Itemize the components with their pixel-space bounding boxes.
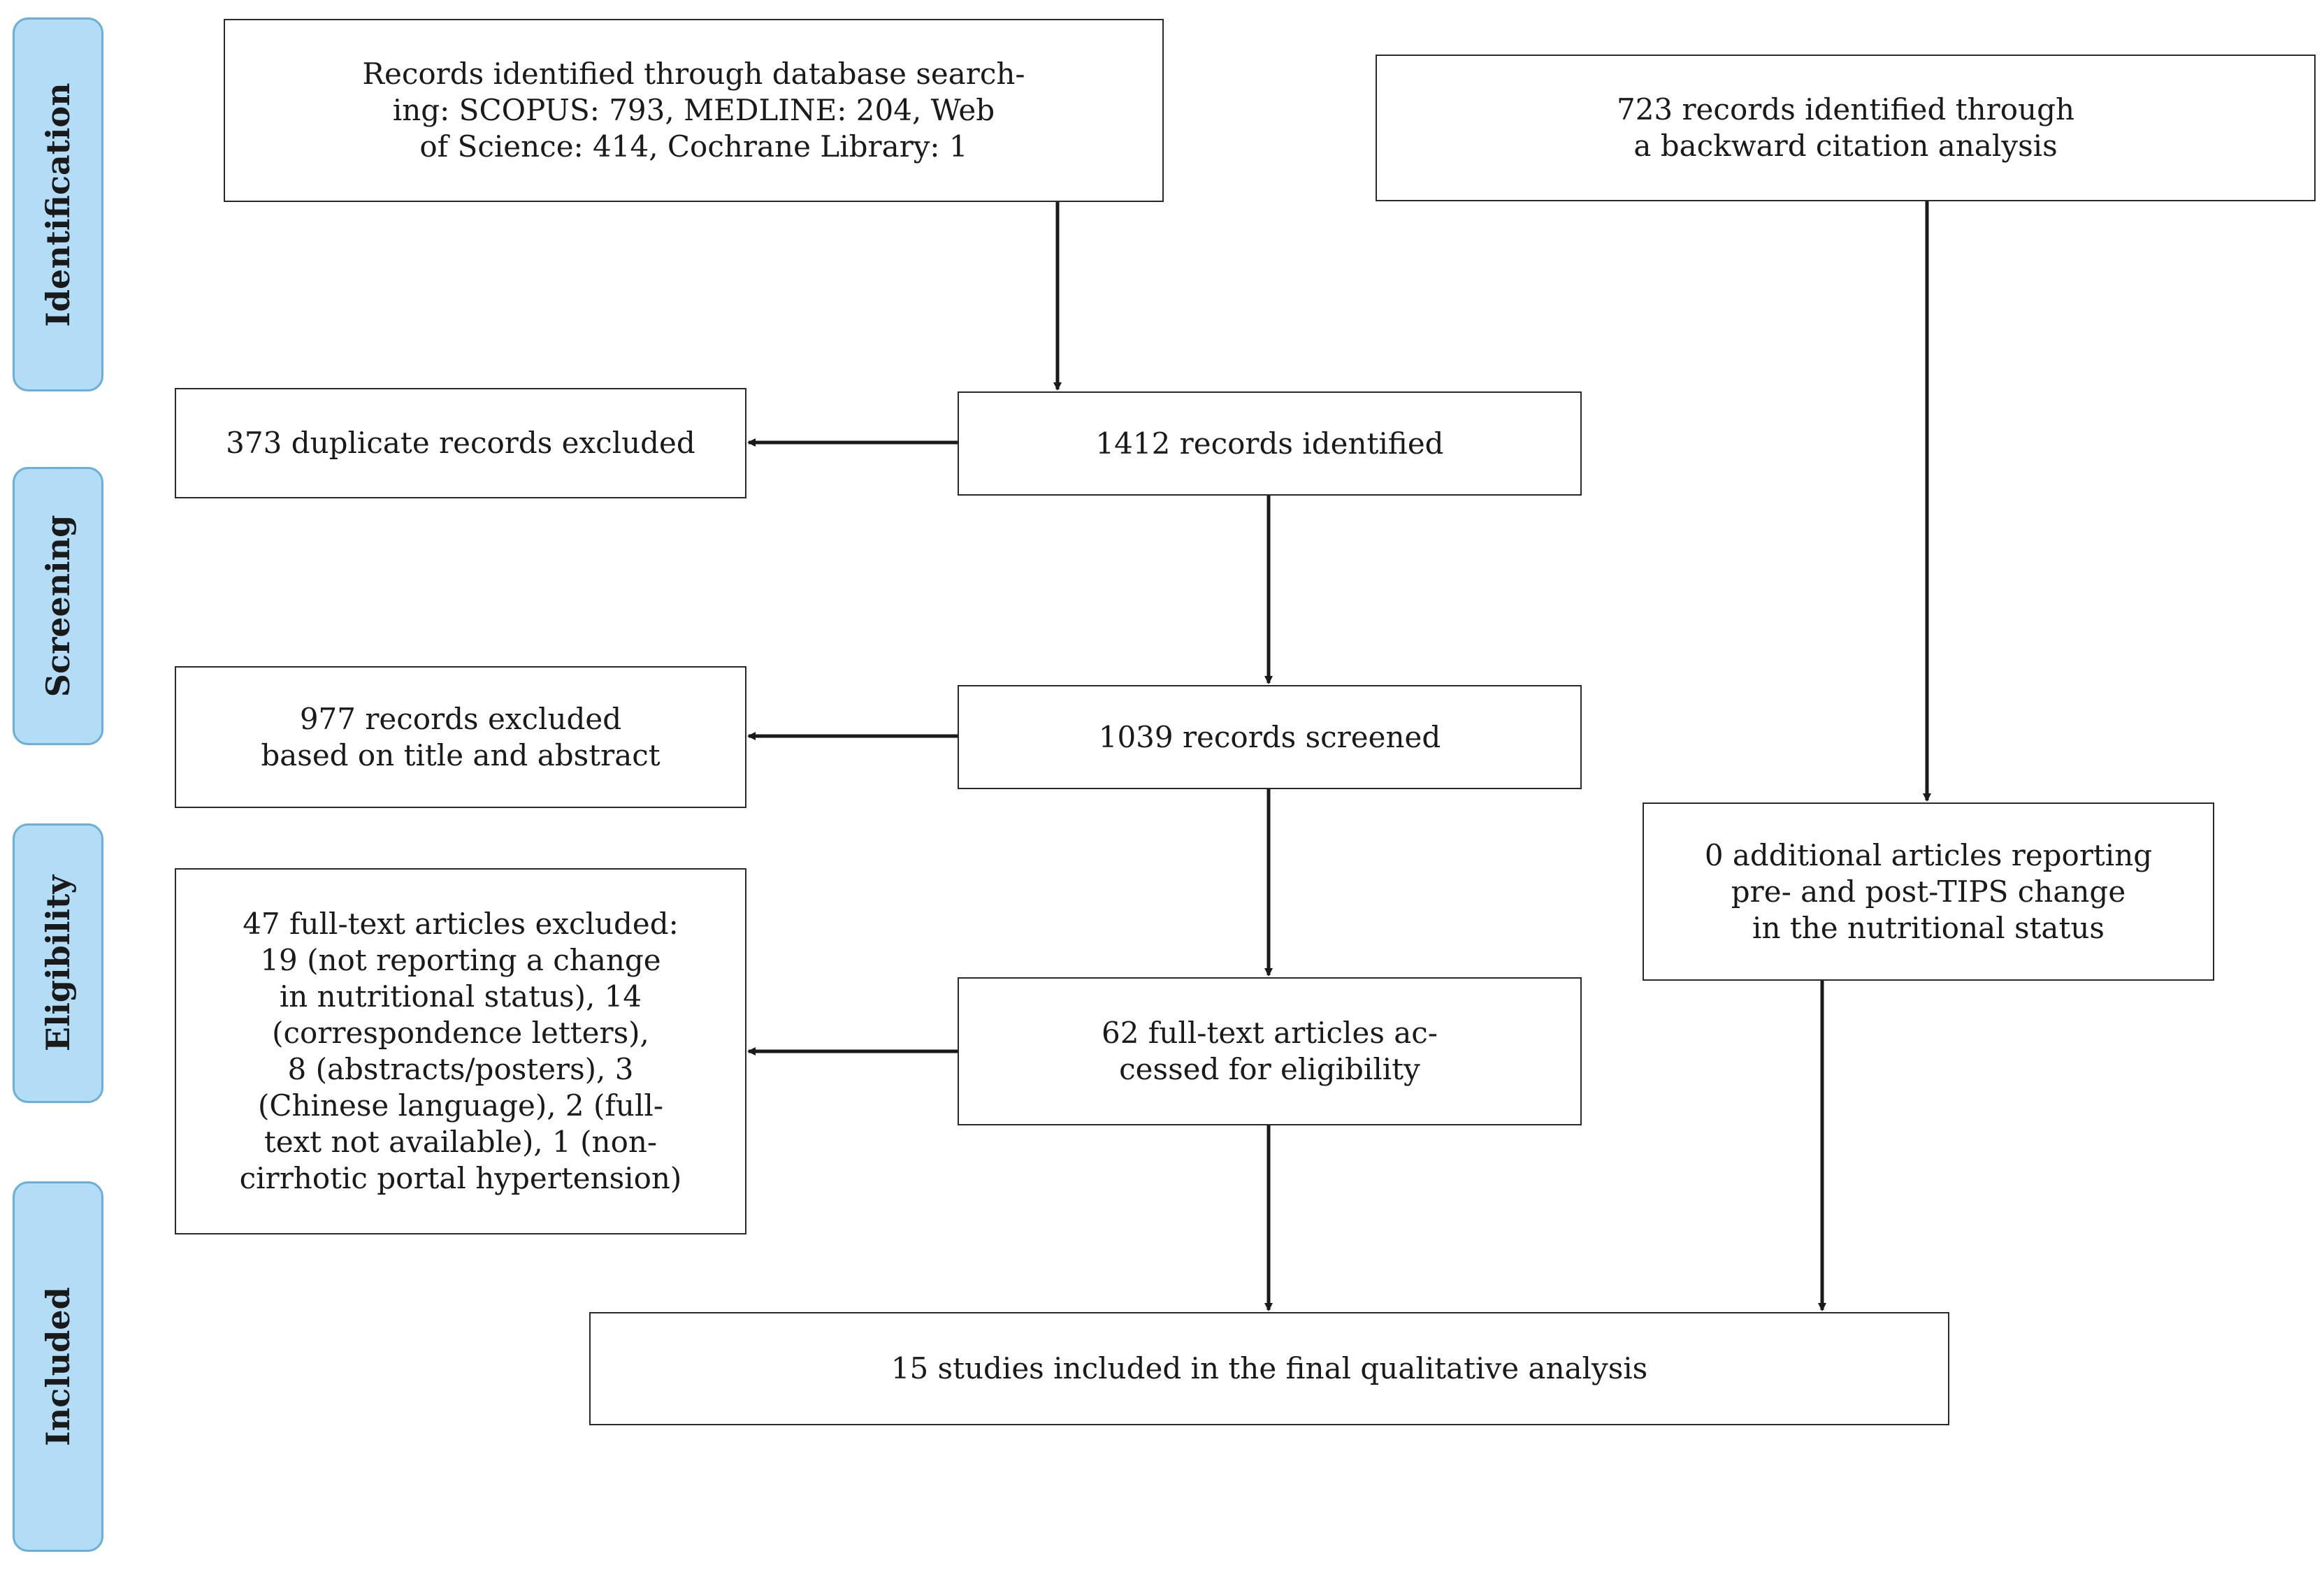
- fulltext-assessed-box: 62 full-text articles ac- cessed for eli…: [958, 977, 1582, 1125]
- records-excluded-box: 977 records excluded based on title and …: [175, 666, 746, 808]
- fulltext-excluded-box: 47 full-text articles excluded: 19 (not …: [175, 868, 746, 1234]
- additional-articles-box: 0 additional articles reporting pre- and…: [1643, 802, 2214, 981]
- phase-included: Included: [13, 1181, 103, 1552]
- phase-screening: Screening: [13, 467, 103, 745]
- citation-analysis-box: 723 records identified through a backwar…: [1376, 55, 2316, 201]
- phase-identification: Identification: [13, 17, 103, 391]
- database-search-box: Records identified through database sear…: [224, 19, 1164, 202]
- records-identified-box: 1412 records identified: [958, 391, 1582, 496]
- studies-included-box: 15 studies included in the final qualita…: [589, 1312, 1949, 1425]
- duplicates-excluded-box: 373 duplicate records excluded: [175, 388, 746, 498]
- phase-eligibility: Eligibility: [13, 823, 103, 1103]
- records-screened-box: 1039 records screened: [958, 685, 1582, 789]
